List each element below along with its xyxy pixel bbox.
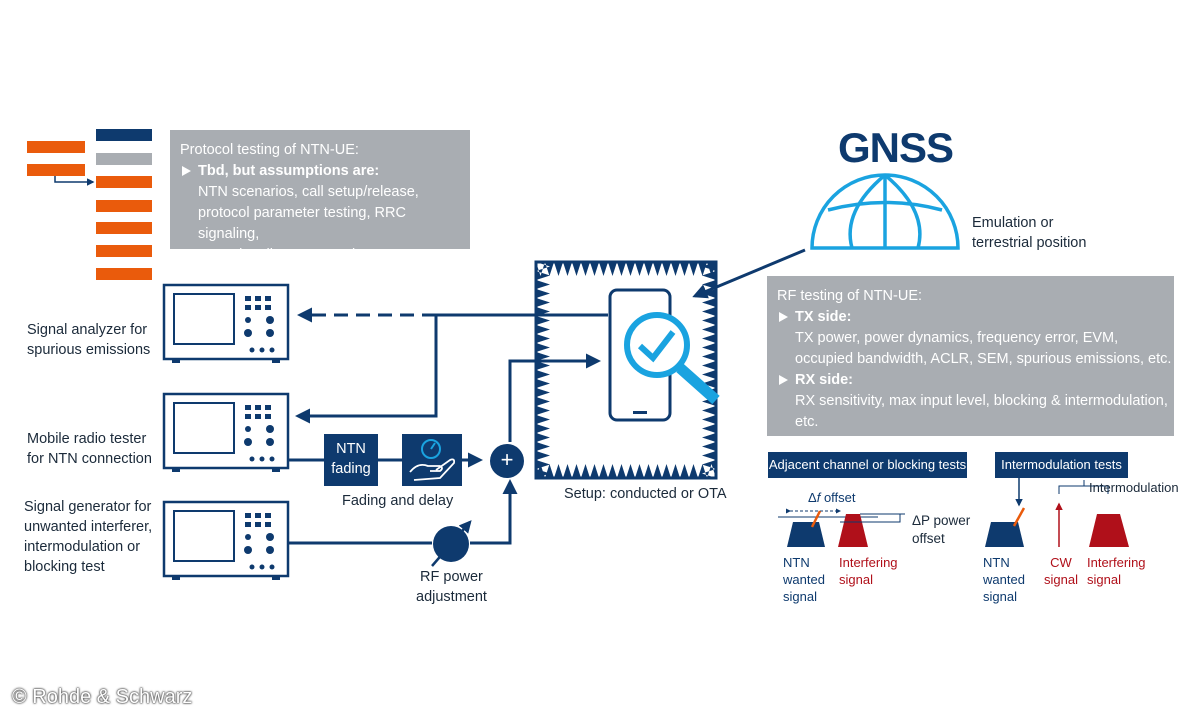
magnifier-check-icon <box>624 312 720 405</box>
setup-caption: Setup: conducted or OTA <box>564 486 727 502</box>
label-line: NTN <box>783 555 810 570</box>
fading-delay-caption: Fading and delay <box>342 493 454 509</box>
label-line: unwanted interferer, <box>24 519 153 535</box>
connection-lines <box>288 248 806 545</box>
adder-circle <box>490 444 524 478</box>
label-line: NTN <box>336 441 366 457</box>
gnss-title: GNSS <box>838 124 954 171</box>
label-line: CW <box>1050 555 1072 570</box>
delta-symbol: Δ <box>808 490 817 505</box>
delta-p-offset-label: ΔP power offset <box>912 512 970 548</box>
copyright-watermark: © Rohde & Schwarz <box>12 686 193 708</box>
label-line: adjustment <box>416 589 487 605</box>
gnss-caption: Emulation or terrestrial position <box>972 213 1086 253</box>
rf-testing-box: RF testing of NTN-UE: TX side: TX power,… <box>767 276 1174 436</box>
protocol-testing-heading: Protocol testing of NTN-UE: <box>180 142 359 158</box>
label-line: intermodulation or <box>24 539 141 555</box>
tx-line: occupied bandwidth, ACLR, SEM, spurious … <box>795 351 1172 367</box>
protocol-assumptions-heading: Tbd, but assumptions are: <box>180 161 470 182</box>
adjacent-tests-tag: Adjacent channel or blocking tests <box>768 452 967 478</box>
protocol-stack-icon <box>27 129 152 280</box>
label-line: wanted <box>783 572 825 587</box>
label-line: signal <box>1087 572 1121 587</box>
label-line: NTN <box>983 555 1010 570</box>
globe-icon <box>810 173 960 250</box>
label-line: fading <box>331 461 371 477</box>
ntn-fading-box <box>324 434 378 486</box>
protocol-line: protocol parameter testing, RRC signalin… <box>198 205 406 242</box>
rx-line: RX sensitivity, max input level, blockin… <box>795 393 1168 409</box>
adjacent-ntn-label: NTN wanted signal <box>783 554 825 605</box>
signal-generator-label: Signal generator for unwanted interferer… <box>24 497 152 577</box>
tx-line: TX power, power dynamics, frequency erro… <box>795 330 1119 346</box>
mobile-radio-tester-icon <box>162 392 290 472</box>
delay-hand-clock-icon <box>402 434 462 486</box>
label-line: signal <box>839 572 873 587</box>
f-variable: f <box>816 490 821 505</box>
rf-power-attenuator-icon <box>431 520 472 567</box>
label-line: signal <box>783 589 817 604</box>
protocol-testing-box: Protocol testing of NTN-UE: Tbd, but ass… <box>170 130 470 263</box>
label-line: wanted <box>983 572 1025 587</box>
delta-f-offset-label: Δf offset <box>808 489 856 506</box>
signal-analyzer-icon <box>162 283 290 363</box>
signal-analyzer-label: Signal analyzer for spurious emissions <box>27 320 150 360</box>
label-line: Interfering <box>839 555 898 570</box>
protocol-line: NAS signaling, E2E testing, etc. <box>198 247 403 263</box>
label-line: Interfering <box>1087 555 1146 570</box>
label-line: offset <box>912 531 945 546</box>
gnss-caption-line: terrestrial position <box>972 235 1087 251</box>
rx-side-heading: RX side: <box>777 370 1174 391</box>
intermod-cw-label: CW signal <box>1044 554 1078 588</box>
intermod-interfering-label: Interfering signal <box>1087 554 1146 588</box>
label-line: signal <box>1044 572 1078 587</box>
label-line: signal <box>983 589 1017 604</box>
label-line: Signal analyzer for <box>27 322 148 338</box>
adder-symbol: + <box>500 447 514 472</box>
offset-word: offset <box>823 490 856 505</box>
rf-power-label: RF power adjustment <box>416 567 487 607</box>
shielded-chamber <box>534 260 718 480</box>
label-line: for NTN connection <box>27 451 152 467</box>
mobile-radio-tester-label: Mobile radio tester for NTN connection <box>27 429 152 469</box>
tx-side-heading: TX side: <box>777 307 1174 328</box>
intermod-spectrum <box>985 478 1129 547</box>
label-line: blocking test <box>24 559 105 575</box>
label-line: Signal generator for <box>24 499 152 515</box>
rx-line: etc. <box>795 414 819 430</box>
adjacent-spectrum <box>778 508 905 547</box>
rf-testing-heading: RF testing of NTN-UE: <box>777 288 923 304</box>
label-line: Mobile radio tester <box>27 431 147 447</box>
ntn-fading-label: NTN fading <box>324 439 378 479</box>
label-line: RF power <box>420 569 483 585</box>
gnss-caption-line: Emulation or <box>972 215 1054 231</box>
label-line: ΔP power <box>912 513 971 528</box>
signal-generator-icon <box>162 500 290 580</box>
protocol-line: NTN scenarios, call setup/release, <box>198 184 419 200</box>
intermodulation-label: Intermodulation <box>1089 480 1179 495</box>
intermod-tests-tag: Intermodulation tests <box>995 452 1128 478</box>
intermod-ntn-label: NTN wanted signal <box>983 554 1025 605</box>
label-line: spurious emissions <box>27 342 151 358</box>
adjacent-interfering-label: Interfering signal <box>839 554 898 588</box>
